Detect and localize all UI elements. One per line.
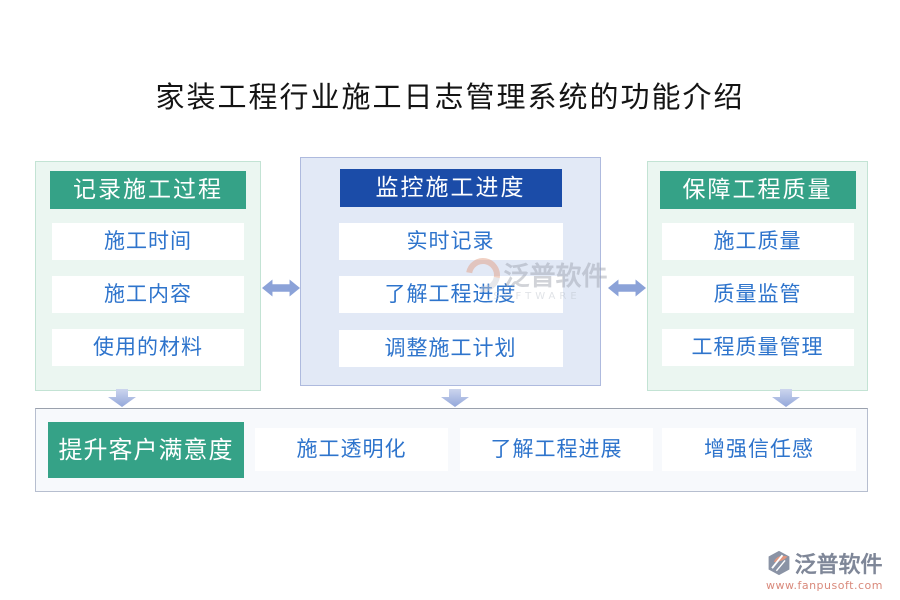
panel-record-process: 记录施工过程 施工时间 施工内容 使用的材料 (35, 161, 261, 391)
item-materials-used: 使用的材料 (52, 329, 244, 366)
panel-monitor-progress: 监控施工进度 实时记录 了解工程进度 调整施工计划 (300, 157, 601, 386)
double-horizontal-arrow-icon (608, 279, 646, 297)
vendor-name: 泛普软件 (794, 552, 883, 578)
item-enhance-trust: 增强信任感 (662, 428, 856, 471)
down-arrow-icon (108, 389, 136, 407)
item-realtime-record: 实时记录 (338, 223, 563, 260)
item-adjust-construction-plan: 调整施工计划 (338, 330, 563, 367)
down-arrow-icon (772, 389, 800, 407)
panel-header-monitor-progress: 监控施工进度 (339, 169, 562, 207)
panel-header-customer-satisfaction: 提升客户满意度 (48, 422, 244, 478)
panel-quality-assurance: 保障工程质量 施工质量 质量监管 工程质量管理 (647, 161, 868, 391)
item-quality-supervision: 质量监管 (661, 276, 854, 313)
item-know-project-progress: 了解工程进度 (338, 276, 563, 313)
item-construction-content: 施工内容 (52, 276, 244, 313)
vendor-url: www.fanpusoft.com (766, 579, 883, 592)
panel-header-record-process: 记录施工过程 (50, 171, 246, 209)
down-arrow-icon (441, 389, 469, 407)
item-construction-quality: 施工质量 (661, 223, 854, 260)
double-horizontal-arrow-icon (262, 279, 300, 297)
vendor-logo: 泛普软件 www.fanpusoft.com (766, 547, 883, 592)
page-title: 家装工程行业施工日志管理系统的功能介绍 (155, 80, 745, 114)
item-know-project-development: 了解工程进展 (460, 428, 653, 471)
vendor-logo-icon (769, 550, 790, 576)
item-project-quality-management: 工程质量管理 (661, 329, 854, 366)
panel-header-quality-assurance: 保障工程质量 (659, 171, 856, 209)
item-construction-time: 施工时间 (52, 223, 244, 260)
panel-customer-satisfaction: 提升客户满意度 施工透明化 了解工程进展 增强信任感 (35, 408, 868, 492)
item-construction-transparency: 施工透明化 (255, 428, 448, 471)
